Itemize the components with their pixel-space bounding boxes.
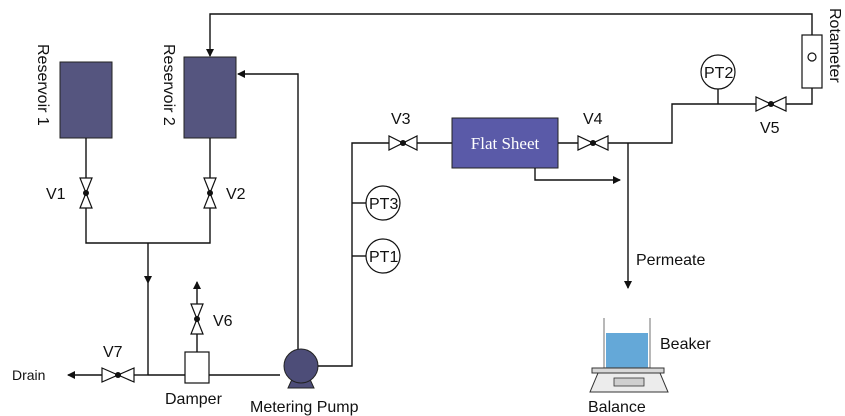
beaker	[603, 318, 651, 369]
valve-v5-label: V5	[760, 120, 780, 137]
reservoir-1-label: Reservoir 1	[34, 44, 51, 126]
pt1-gauge	[365, 238, 401, 274]
valve-v4-label: V4	[583, 111, 603, 128]
damper-label: Damper	[165, 391, 223, 408]
manifold	[85, 208, 211, 244]
retentate-line	[608, 103, 756, 144]
rotameter-label: Rotameter	[826, 8, 843, 83]
balance-label: Balance	[588, 399, 646, 416]
valve-v6[interactable]	[190, 303, 204, 335]
valve-v3[interactable]	[388, 135, 418, 151]
flat-sheet-label: Flat Sheet	[471, 134, 540, 153]
valve-v2-label: V2	[226, 186, 246, 203]
reservoir-1	[59, 61, 113, 139]
valve-v7-label: V7	[103, 344, 123, 361]
rotameter[interactable]	[801, 34, 823, 89]
reservoir-2-label: Reservoir 2	[160, 44, 177, 126]
valve-v3-label: V3	[391, 111, 411, 128]
return-line	[206, 13, 813, 57]
pt1-label: PT1	[369, 249, 398, 266]
permeate-tap	[534, 168, 621, 184]
metering-pump-label: Metering Pump	[250, 399, 359, 416]
beaker-label: Beaker	[660, 336, 711, 353]
reservoir-2	[183, 56, 237, 139]
pt2-gauge	[700, 54, 736, 90]
valve-v1[interactable]	[79, 177, 93, 209]
valve-v2[interactable]	[203, 177, 217, 209]
permeate-label: Permeate	[636, 252, 705, 269]
drain-label: Drain	[12, 367, 45, 383]
balance	[589, 367, 669, 393]
bypass-line	[237, 70, 299, 349]
pt2-label: PT2	[704, 65, 733, 82]
pt3-label: PT3	[369, 196, 398, 213]
flat-sheet-module[interactable]	[451, 117, 559, 169]
valve-v4[interactable]	[577, 135, 609, 151]
pt3-gauge	[365, 185, 401, 221]
damper	[184, 351, 210, 384]
metering-pump[interactable]	[283, 348, 319, 389]
valve-v1-label: V1	[46, 186, 66, 203]
valve-v5[interactable]	[755, 96, 787, 112]
v5-to-rotameter	[786, 88, 813, 105]
pump-discharge	[318, 142, 389, 367]
valve-v6-label: V6	[213, 313, 233, 330]
valve-v7[interactable]	[101, 367, 135, 383]
